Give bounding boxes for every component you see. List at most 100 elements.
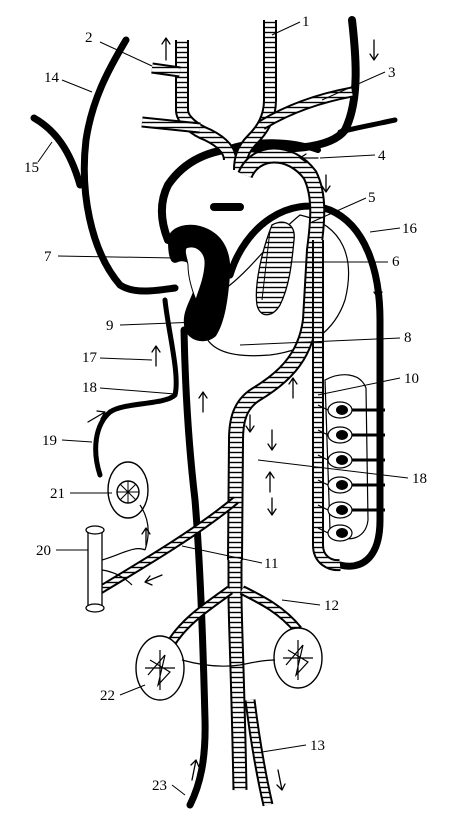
organs xyxy=(85,461,323,701)
leader-7 xyxy=(57,255,176,259)
arrow-down-vein-right xyxy=(369,39,379,61)
number-labels: 1 2 3 4 5 6 7 8 9 10 11 12 13 14 15 16 1… xyxy=(24,14,427,794)
label-16: 16 xyxy=(402,221,418,237)
carotid-left-fill xyxy=(177,40,235,161)
arrow-down-kidney xyxy=(267,497,277,516)
label-17: 17 xyxy=(82,350,98,366)
arrow-left-11 xyxy=(144,574,163,586)
artery-branch-2-fill xyxy=(151,64,181,76)
leader-3 xyxy=(321,71,386,101)
leader-4 xyxy=(319,154,376,159)
arrow-down-16 xyxy=(373,277,383,299)
organ-21-spokes xyxy=(117,481,139,503)
iliac-artery-left-fill xyxy=(167,587,232,647)
leader-14 xyxy=(61,79,93,93)
carotid-right-fill xyxy=(235,20,275,171)
label-20: 20 xyxy=(36,543,51,559)
label-12: 12 xyxy=(324,598,339,614)
label-6: 6 xyxy=(392,254,400,270)
renal-artery-fill xyxy=(314,240,341,570)
label-2: 2 xyxy=(85,30,93,46)
arrow-up-kidney xyxy=(265,471,275,493)
label-3: 3 xyxy=(388,65,396,81)
leader-1 xyxy=(271,21,301,36)
label-23: 23 xyxy=(152,778,167,794)
arrow-up-17 xyxy=(151,345,161,367)
intestine-vessels xyxy=(101,548,146,586)
arrow-down-aorta xyxy=(245,414,255,433)
afferent-arterioles xyxy=(317,404,329,534)
conus-divider xyxy=(261,229,271,301)
connecting-vein-lower xyxy=(181,659,276,667)
heart xyxy=(168,214,350,357)
vein-branch-right xyxy=(337,117,398,135)
label-15: 15 xyxy=(24,160,39,176)
arrow-up-vena-cava xyxy=(198,391,208,413)
label-8: 8 xyxy=(404,330,412,346)
capillary-net-left xyxy=(145,650,175,690)
organ-21-vein xyxy=(139,504,149,551)
label-13: 13 xyxy=(310,738,325,754)
arrow-down-13 xyxy=(276,769,286,791)
veins xyxy=(30,16,398,809)
glomerulus-row-1 xyxy=(327,401,385,419)
leader-23 xyxy=(171,784,186,796)
leader-2 xyxy=(99,41,153,67)
label-10: 10 xyxy=(404,371,419,387)
glomerulus-row-4 xyxy=(327,476,385,494)
hepatic-portal-vein xyxy=(93,297,179,478)
arrow-down-18 xyxy=(267,429,277,451)
posterior-vena-cava xyxy=(180,326,209,809)
label-11: 11 xyxy=(264,556,278,572)
leader-17 xyxy=(99,357,153,361)
flow-arrows xyxy=(87,37,383,791)
label-22: 22 xyxy=(100,688,115,704)
dorsal-aorta-fill xyxy=(229,560,246,791)
atrium-lumen xyxy=(184,246,206,302)
arrow-up-23 xyxy=(190,759,200,781)
label-9: 9 xyxy=(106,318,114,334)
label-7: 7 xyxy=(44,249,52,265)
leader-9 xyxy=(119,321,199,326)
label-18-right: 18 xyxy=(412,471,427,487)
iliac-artery-right-fill xyxy=(240,587,301,632)
label-14: 14 xyxy=(44,70,60,86)
ventricle-outline xyxy=(203,214,350,357)
leader-8 xyxy=(239,337,401,346)
leader-18-left xyxy=(99,387,176,395)
anterior-vena-cava-left xyxy=(80,36,179,295)
leader-12 xyxy=(281,599,321,606)
kidney xyxy=(317,374,385,542)
artery-branch-left-lower-fill xyxy=(141,118,201,132)
arrow-right-19 xyxy=(87,410,106,423)
arrow-left-4 xyxy=(299,153,319,163)
arteries xyxy=(97,20,354,807)
intestine-bottom xyxy=(85,603,105,613)
intestine-top xyxy=(85,525,105,535)
label-19: 19 xyxy=(42,433,57,449)
leader-19 xyxy=(61,439,93,443)
label-1: 1 xyxy=(302,14,310,30)
mesenteric-artery-fill xyxy=(98,498,238,593)
leader-10 xyxy=(317,377,401,396)
arrow-up-10 xyxy=(288,377,298,399)
glomerulus-row-5 xyxy=(327,501,385,519)
pulmonary-vein xyxy=(227,139,321,153)
branch-vein-15 xyxy=(30,114,84,189)
intestine xyxy=(85,525,146,613)
glomerulus-row-2 xyxy=(327,426,385,444)
glomerulus-row-6 xyxy=(327,524,353,542)
label-4: 4 xyxy=(378,148,386,164)
intestine-body xyxy=(87,529,103,609)
capillary-net-right xyxy=(283,640,313,680)
label-18-left: 18 xyxy=(82,380,97,396)
leader-lines xyxy=(37,21,409,796)
arrow-up-20 xyxy=(141,527,151,546)
leader-16 xyxy=(369,227,401,233)
cardinal-vein-loop xyxy=(226,202,384,570)
arrow-up-artery-left xyxy=(161,37,171,61)
leader-5 xyxy=(311,197,367,223)
leader-15 xyxy=(37,141,53,163)
label-5: 5 xyxy=(368,190,376,206)
